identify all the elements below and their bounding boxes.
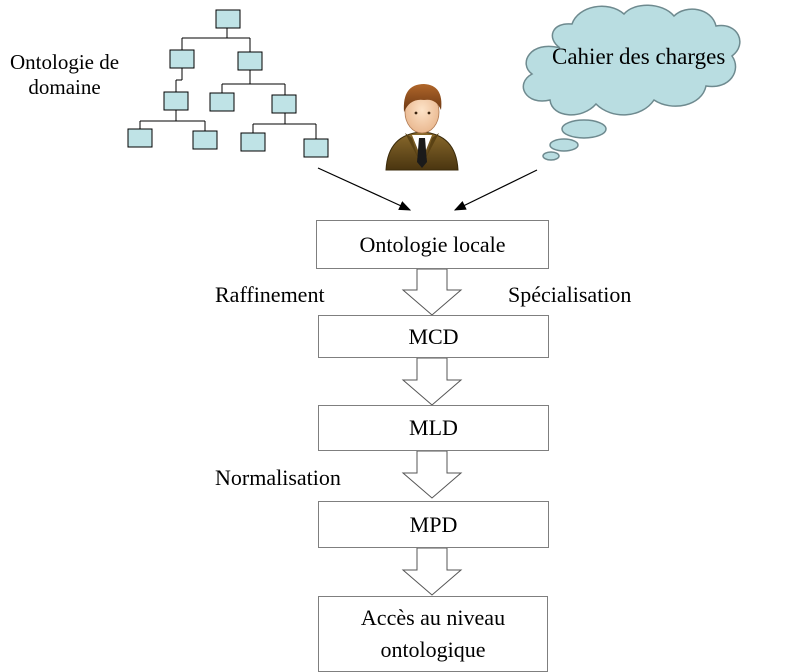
- mcd-box: MCD: [318, 315, 549, 358]
- normalisation-label: Normalisation: [215, 465, 341, 490]
- tree-edges: [139, 28, 317, 139]
- thought-bubble: [542, 151, 560, 161]
- ontology-tree: [127, 9, 329, 158]
- tree-node: [169, 49, 195, 69]
- ontological-access-box: Accès au niveau ontologique: [318, 596, 548, 672]
- tree-node: [271, 94, 297, 114]
- tree-node: [237, 51, 263, 71]
- tree-node: [209, 92, 235, 112]
- tree-node: [303, 138, 329, 158]
- arrow-from-specification: [453, 169, 538, 211]
- refinement-label: Raffinement: [215, 282, 325, 307]
- tree-nodes: [127, 9, 329, 158]
- thought-bubble: [549, 138, 579, 152]
- specification-label: Cahier des charges: [552, 44, 726, 69]
- ontological-access-label-line2: ontologique: [380, 637, 486, 662]
- thought-bubble: [561, 119, 607, 139]
- mld-label: MLD: [409, 415, 458, 440]
- person-icon: [385, 84, 459, 171]
- domain-ontology-label-line1: Ontologie de: [10, 50, 120, 74]
- down-arrow: [401, 357, 463, 406]
- mcd-label: MCD: [408, 323, 459, 349]
- cloud-shape: [522, 4, 741, 116]
- mpd-box: MPD: [318, 501, 549, 548]
- mld-box: MLD: [318, 405, 549, 451]
- ontological-access-label-line1: Accès au niveau: [360, 605, 506, 630]
- tree-node: [240, 132, 266, 152]
- down-arrow: [401, 450, 463, 499]
- tree-node: [127, 128, 153, 148]
- arrow-from-ontology: [317, 167, 412, 211]
- flow-arrows: [401, 268, 463, 596]
- thought-cloud: [522, 4, 741, 161]
- specialisation-label: Spécialisation: [508, 282, 632, 307]
- tree-node: [192, 130, 218, 150]
- mpd-label: MPD: [409, 511, 458, 537]
- domain-ontology-label: Ontologie de domaine: [10, 50, 119, 100]
- local-ontology-box: Ontologie locale: [316, 220, 549, 269]
- tree-node: [163, 91, 189, 111]
- domain-ontology-label-line2: domaine: [28, 75, 101, 100]
- down-arrow: [401, 268, 463, 316]
- local-ontology-label: Ontologie locale: [359, 231, 506, 257]
- down-arrow: [401, 547, 463, 596]
- tree-node: [215, 9, 241, 29]
